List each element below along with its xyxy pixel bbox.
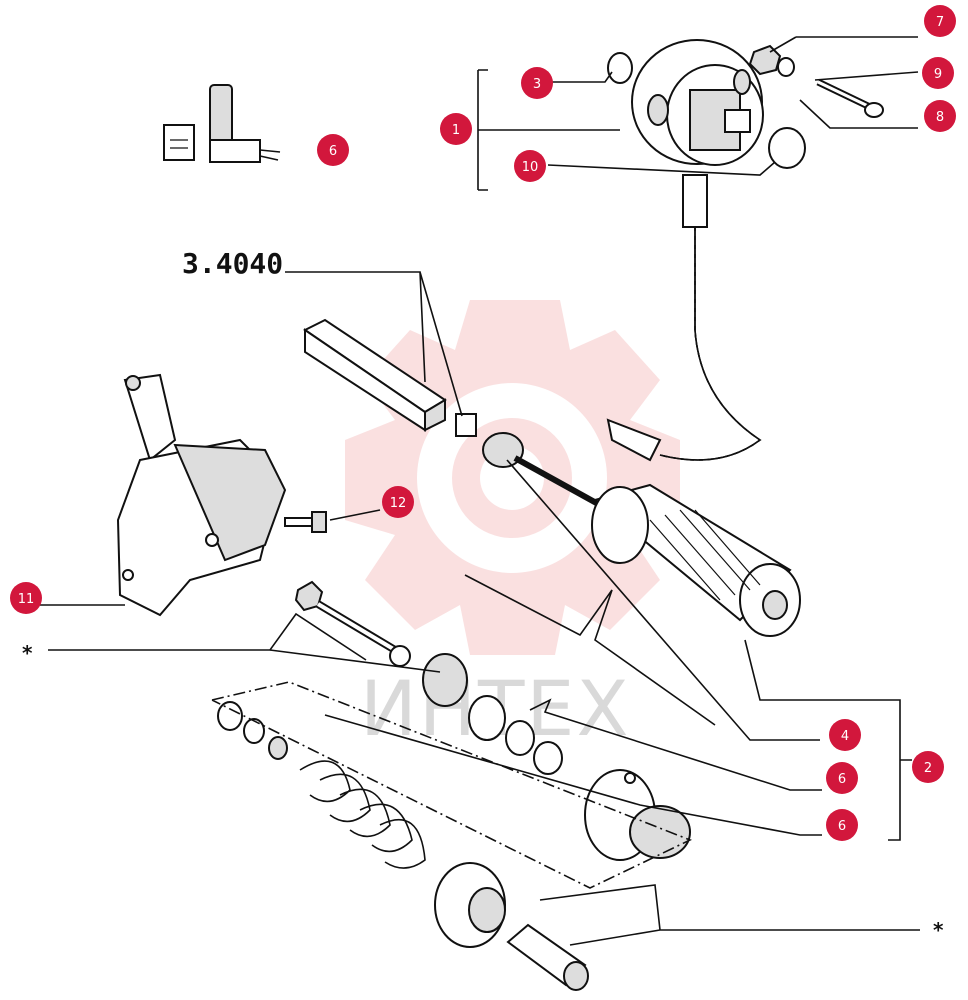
svg-text:1: 1 bbox=[452, 123, 460, 138]
push-rod-pin bbox=[506, 923, 589, 991]
cylinder-assembly-2 bbox=[513, 455, 801, 637]
o-ring-10 bbox=[768, 127, 806, 169]
bolt-9 bbox=[816, 78, 884, 118]
bolt-12 bbox=[284, 511, 327, 533]
callout-6-low: 6 bbox=[826, 809, 858, 841]
callout-9: 9 bbox=[922, 57, 954, 89]
svg-text:6: 6 bbox=[329, 144, 337, 159]
ring-6c bbox=[533, 741, 563, 775]
stud-bolt bbox=[294, 580, 411, 667]
ring-6a bbox=[468, 695, 506, 741]
leader-lines bbox=[40, 36, 920, 946]
piston-cup bbox=[434, 862, 506, 948]
svg-text:9: 9 bbox=[934, 67, 942, 82]
svg-text:12: 12 bbox=[390, 496, 407, 511]
callout-6-mid: 6 bbox=[826, 762, 858, 794]
asterisk-right: * bbox=[933, 918, 944, 942]
svg-text:11: 11 bbox=[18, 592, 35, 607]
svg-text:6: 6 bbox=[838, 772, 846, 787]
svg-text:8: 8 bbox=[936, 110, 944, 125]
reference-code: 3.4040 bbox=[182, 247, 283, 280]
pedal-bracket-11 bbox=[116, 373, 287, 617]
seal-cup bbox=[422, 653, 468, 707]
piston bbox=[584, 769, 691, 861]
ring-6b bbox=[505, 720, 535, 756]
square-washer bbox=[455, 413, 477, 437]
svg-text:7: 7 bbox=[936, 15, 944, 30]
hose bbox=[606, 174, 762, 462]
washer-small-a bbox=[217, 701, 243, 731]
callout-8: 8 bbox=[924, 100, 956, 132]
washer-8 bbox=[777, 57, 795, 77]
nut-7 bbox=[748, 44, 782, 76]
washer-small-c bbox=[268, 736, 288, 760]
cap-assembly-1 bbox=[631, 39, 764, 166]
svg-text:6: 6 bbox=[838, 819, 846, 834]
coil-spring bbox=[299, 760, 426, 869]
callout-4: 4 bbox=[829, 719, 861, 751]
bracket-tool-3.4040 bbox=[303, 318, 447, 432]
svg-text:2: 2 bbox=[924, 761, 932, 776]
callout-12: 12 bbox=[382, 486, 414, 518]
callout-2: 2 bbox=[912, 751, 944, 783]
svg-text:4: 4 bbox=[841, 729, 849, 744]
callout-3: 3 bbox=[521, 67, 553, 99]
callout-6-top: 6 bbox=[317, 134, 349, 166]
callout-10: 10 bbox=[514, 150, 546, 182]
asterisk-left: * bbox=[22, 641, 33, 665]
svg-text:3: 3 bbox=[533, 77, 541, 92]
o-ring-3 bbox=[607, 52, 633, 84]
washer-small-b bbox=[243, 718, 265, 744]
callout-1: 1 bbox=[440, 113, 472, 145]
connector-part-6 bbox=[163, 84, 281, 163]
callout-11: 11 bbox=[10, 582, 42, 614]
svg-text:10: 10 bbox=[522, 160, 539, 175]
washer-4 bbox=[482, 432, 524, 468]
callout-7: 7 bbox=[924, 5, 956, 37]
